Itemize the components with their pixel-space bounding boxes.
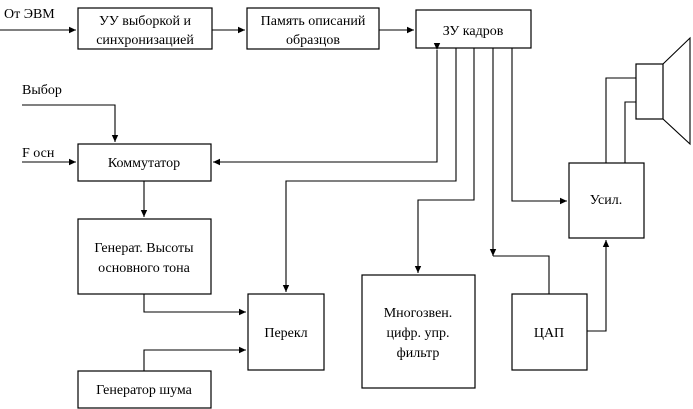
loudspeaker-icon bbox=[635, 36, 691, 146]
block-sample-memory: Память описаний образцов bbox=[246, 7, 380, 50]
block-switch: Коммутатор bbox=[77, 143, 212, 182]
block-noise-generator-label: Генератор шума bbox=[96, 383, 193, 398]
block-sample-memory-line-1: Память описаний bbox=[261, 14, 366, 29]
block-sample-memory-line-2: образцов bbox=[286, 33, 340, 48]
input-label-select: Выбор bbox=[22, 83, 62, 98]
block-dac-label: ЦАП bbox=[534, 326, 564, 341]
arrow-noise-to-toggle bbox=[143, 346, 246, 371]
arrow-storage-to-amplifier bbox=[511, 48, 567, 205]
block-dac: ЦАП bbox=[511, 293, 588, 371]
arrow-pitch-to-toggle bbox=[143, 294, 246, 316]
arrow-storage-to-filter bbox=[414, 48, 475, 273]
line-amplifier-to-speaker-1 bbox=[605, 77, 636, 163]
arrow-dac-to-amplifier bbox=[587, 240, 610, 332]
arrow-storage-to-toggle bbox=[282, 48, 457, 292]
line-to-dac bbox=[493, 255, 550, 294]
block-frame-storage: ЗУ кадров bbox=[415, 9, 532, 49]
arrow-select-to-switch bbox=[22, 104, 119, 142]
arrow-storage-switch bbox=[213, 43, 441, 166]
block-pitch-generator-line-2: основного тона bbox=[98, 261, 190, 276]
block-amplifier-label: Усил. bbox=[590, 193, 622, 208]
input-label-from-computer: От ЭВМ bbox=[4, 7, 55, 22]
block-toggle-switch: Перекл bbox=[247, 293, 325, 371]
connections bbox=[0, 26, 636, 371]
block-filter-line-3: фильтр bbox=[397, 346, 440, 361]
block-amplifier: Усил. bbox=[568, 162, 645, 239]
block-toggle-switch-label: Перекл bbox=[264, 326, 307, 341]
block-switch-label: Коммутатор bbox=[108, 156, 180, 171]
line-amplifier-to-speaker-2 bbox=[624, 101, 636, 163]
block-filter: Многозвен. цифр. упр. фильтр bbox=[361, 274, 476, 389]
block-noise-generator: Генератор шума bbox=[77, 370, 212, 409]
block-sync-control: УУ выборкой и синхронизацией bbox=[77, 7, 213, 50]
block-pitch-generator: Генерат. Высоты основного тона bbox=[77, 218, 212, 295]
block-frame-storage-label: ЗУ кадров bbox=[443, 24, 504, 39]
block-filter-line-1: Многозвен. bbox=[384, 306, 453, 321]
block-sync-control-line-1: УУ выборкой и bbox=[99, 14, 192, 29]
block-filter-line-2: цифр. упр. bbox=[386, 326, 449, 341]
block-sync-control-line-2: синхронизацией bbox=[96, 33, 194, 48]
input-label-f-base: F осн bbox=[22, 146, 55, 161]
block-pitch-generator-line-1: Генерат. Высоты bbox=[94, 241, 194, 256]
